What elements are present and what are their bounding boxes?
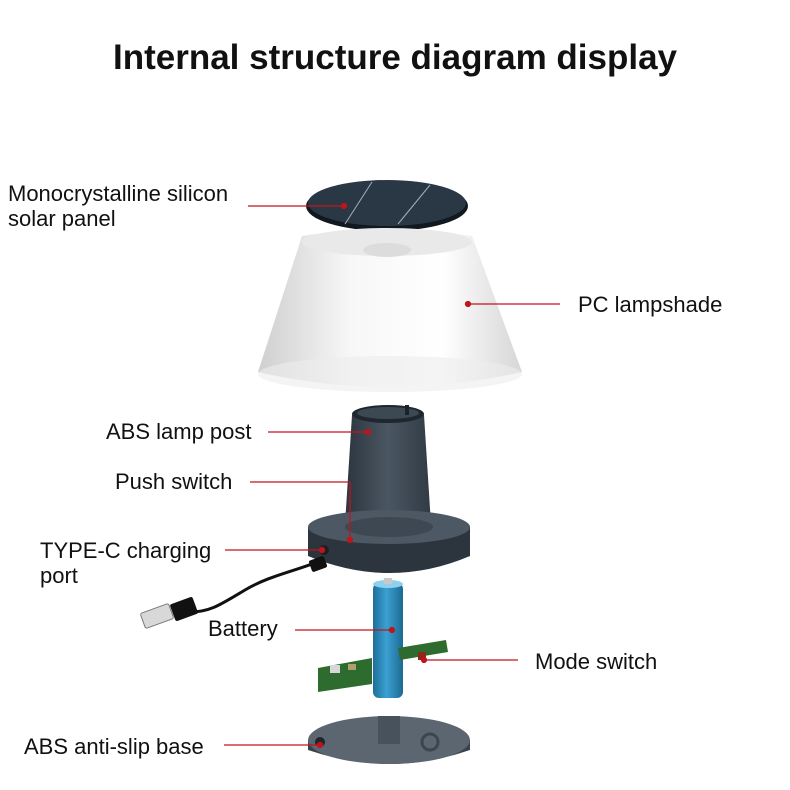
lamp-post: [344, 405, 432, 540]
label-battery: Battery: [208, 616, 278, 641]
page-title: Internal structure diagram display: [112, 38, 678, 77]
pcb-left: [318, 658, 372, 692]
label-charging-port: TYPE-C charging port: [40, 538, 212, 588]
label-mode-switch: Mode switch: [535, 649, 658, 674]
leader-lines: [224, 202, 560, 749]
anti-slip-base: [308, 716, 470, 764]
label-lampshade: PC lampshade: [578, 292, 723, 317]
label-base: ABS anti-slip base: [24, 734, 204, 759]
lampshade: [258, 228, 522, 392]
pcb-mode-switch: [398, 640, 448, 660]
usb-cable: [140, 556, 328, 629]
post-base-plate: [308, 510, 470, 573]
label-lamp-post: ABS lamp post: [106, 419, 252, 444]
label-push-switch: Push switch: [115, 469, 233, 494]
label-solar-panel: Monocrystalline silicon solar panel: [8, 181, 229, 231]
solar-panel: [306, 180, 468, 231]
battery: [373, 578, 403, 698]
